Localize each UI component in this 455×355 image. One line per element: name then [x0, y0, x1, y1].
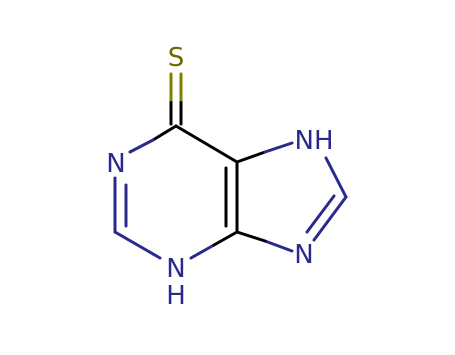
bond-n3-c4-c: [212, 230, 239, 247]
bond-c6-n1-c: [151, 124, 178, 142]
bond-c8-n9-b: [305, 194, 336, 234]
atom-sulfur: S: [168, 43, 185, 73]
bond-n9-c4-n: [263, 239, 294, 253]
atom-n9: N: [294, 240, 313, 270]
bond-c6-n1-n: [128, 138, 155, 154]
atom-n7-nh: NH: [295, 126, 334, 156]
bond-c2-n3: [113, 230, 162, 260]
atom-n3-hydrogen: H: [166, 281, 186, 311]
atom-n1: N: [106, 149, 125, 179]
bond-c5-n7-c: [235, 150, 267, 164]
bond-n7-c8: [324, 156, 348, 199]
bond-c5-c6: [174, 124, 239, 164]
bond-c8-n9-a: [312, 195, 348, 242]
atom-n3: N: [166, 254, 185, 284]
bond-n9-c4-c: [235, 230, 267, 243]
bond-n3-c4-n: [189, 243, 216, 260]
bond-layer: [113, 72, 348, 260]
atom-labels: S N N H NH N: [106, 43, 333, 311]
bond-c5-n7-n: [263, 141, 294, 154]
